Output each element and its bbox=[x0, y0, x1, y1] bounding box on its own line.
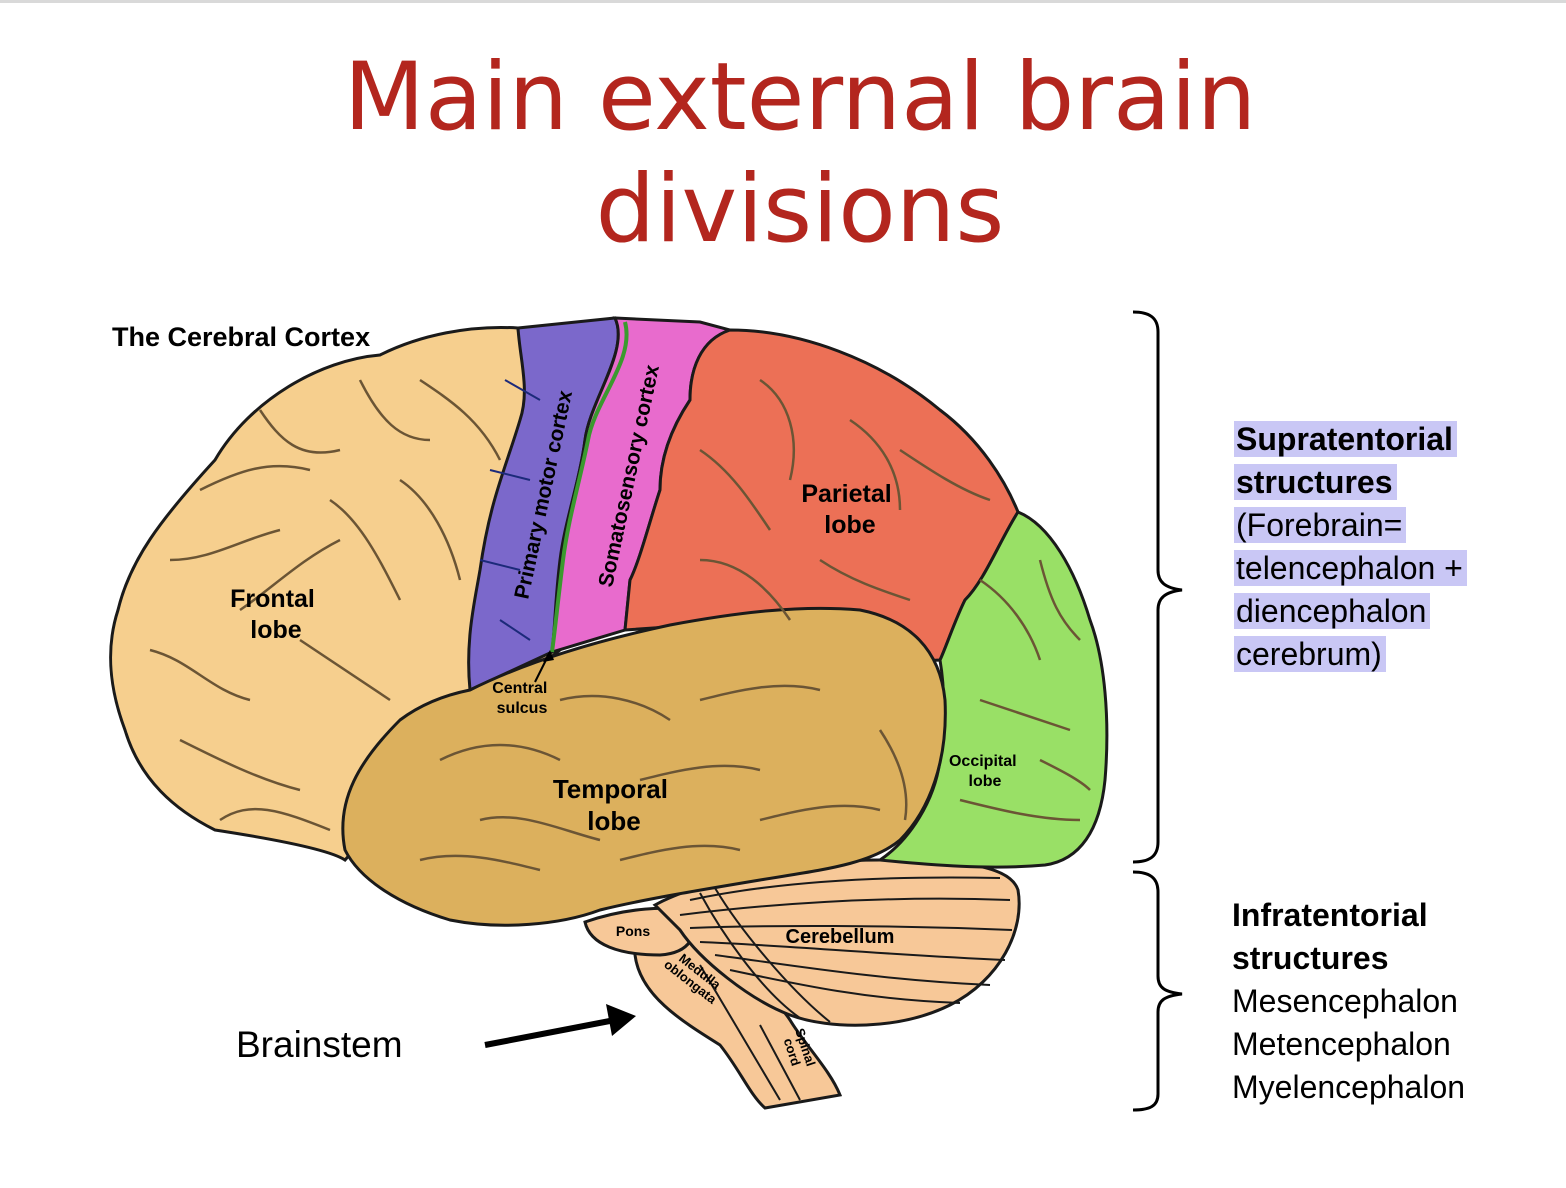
top-border bbox=[0, 0, 1566, 3]
supratentorial-heading-1: Supratentorial bbox=[1236, 421, 1453, 457]
infratentorial-line-2: Metencephalon bbox=[1232, 1026, 1451, 1062]
occipital-lobe-label: Occipital lobe bbox=[949, 753, 1021, 790]
parietal-lobe-label: Parietal lobe bbox=[801, 480, 898, 539]
page-title: Main external brain divisions bbox=[0, 42, 1566, 266]
infratentorial-line-1: Mesencephalon bbox=[1232, 983, 1458, 1019]
infratentorial-heading-2: structures bbox=[1232, 940, 1389, 976]
central-sulcus-label: Central sulcus bbox=[492, 680, 552, 717]
title-line-2: divisions bbox=[595, 155, 1005, 264]
supratentorial-brace bbox=[1132, 310, 1183, 864]
supratentorial-line-3: diencephalon bbox=[1234, 593, 1431, 629]
cerebral-cortex-heading: The Cerebral Cortex bbox=[112, 322, 371, 352]
temporal-lobe-shape bbox=[341, 606, 947, 927]
frontal-lobe-label: Frontal lobe bbox=[230, 585, 322, 644]
cerebellum-label: Cerebellum bbox=[786, 926, 895, 948]
supratentorial-line-1: (Forebrain= bbox=[1234, 507, 1407, 543]
infratentorial-text: Infratentorial structures Mesencephalon … bbox=[1232, 894, 1465, 1109]
supratentorial-line-2: telencephalon + bbox=[1234, 550, 1467, 586]
brainstem-label: Brainstem bbox=[236, 1024, 403, 1065]
supratentorial-heading-2: structures bbox=[1236, 464, 1393, 500]
brainstem-arrow bbox=[484, 1004, 636, 1048]
supratentorial-text: Supratentorial structures (Forebrain= te… bbox=[1234, 418, 1467, 676]
supratentorial-line-4: cerebrum) bbox=[1234, 636, 1386, 672]
title-line-1: Main external brain bbox=[343, 43, 1257, 152]
pons-label: Pons bbox=[616, 923, 650, 939]
temporal-lobe-label: Temporal lobe bbox=[553, 774, 675, 836]
infratentorial-brace bbox=[1132, 870, 1183, 1112]
infratentorial-heading-1: Infratentorial bbox=[1232, 897, 1428, 933]
infratentorial-line-3: Myelencephalon bbox=[1232, 1069, 1466, 1105]
